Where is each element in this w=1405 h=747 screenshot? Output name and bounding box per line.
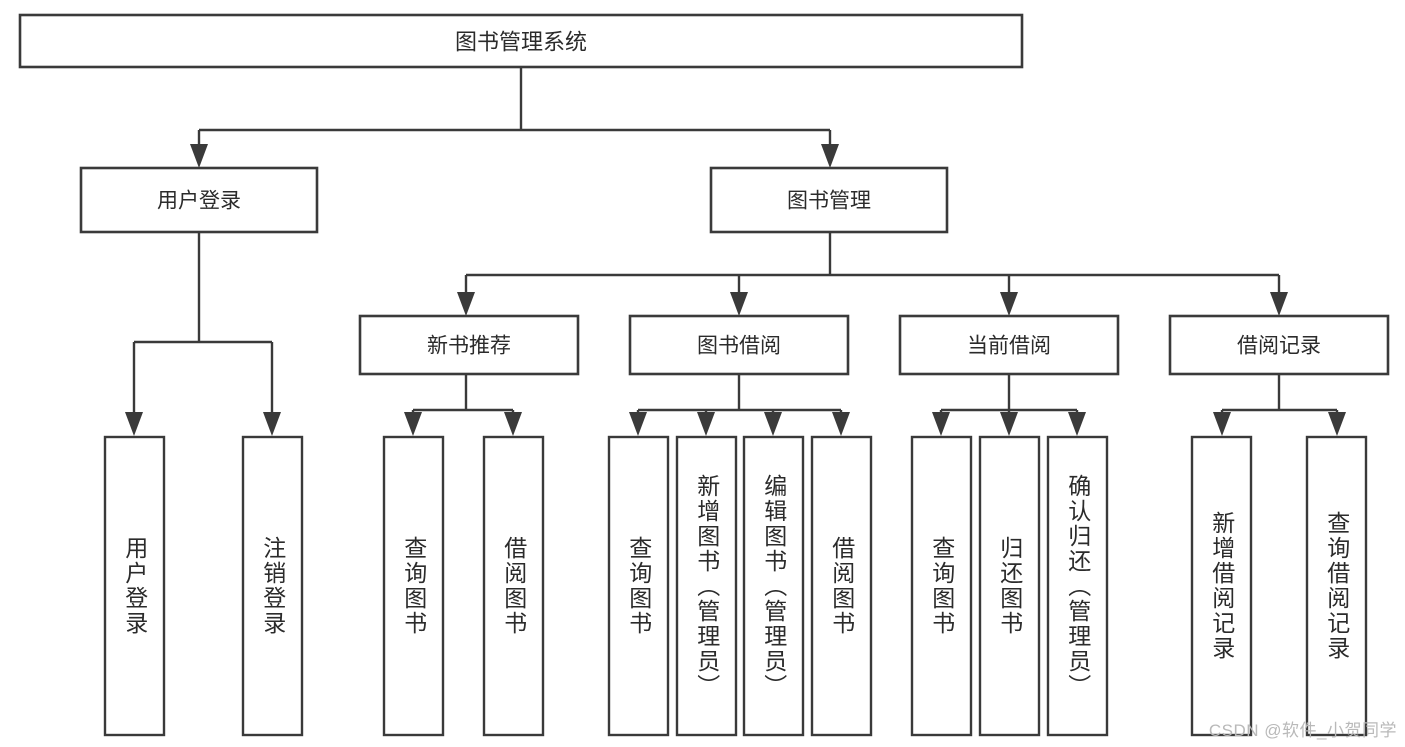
leaf-user-logout-box[interactable]	[241, 435, 304, 737]
leaf-user-logout[interactable]: 注销登录	[241, 435, 304, 737]
arrow-to-book-management	[821, 144, 839, 168]
arrow-to-borrow-record	[1270, 292, 1288, 316]
leaf-user-login-label: 用户登录	[121, 536, 148, 636]
node-user-login[interactable]: 用户登录	[79, 166, 319, 234]
leaf-query-book-1-label: 查询图书	[400, 536, 427, 636]
arrow-to-user-login	[190, 144, 208, 168]
leaf-query-record[interactable]: 查询借阅记录	[1305, 435, 1368, 737]
node-book-borrow[interactable]: 图书借阅	[628, 314, 850, 376]
leaf-user-logout-label: 注销登录	[259, 536, 286, 636]
arrow-current-borrow-leaf-1	[932, 412, 950, 436]
leaf-query-book-3[interactable]: 查询图书	[910, 435, 973, 737]
leaf-query-book-2[interactable]: 查询图书	[607, 435, 670, 737]
node-book-borrow-label: 图书借阅	[697, 335, 781, 358]
arrow-current-borrow-leaf-2	[1000, 412, 1018, 436]
arrow-user-login-leaf-1	[125, 412, 143, 436]
arrow-book-borrow-leaf-2	[697, 412, 715, 436]
node-borrow-record-label: 借阅记录	[1237, 335, 1321, 358]
node-book-management-box[interactable]	[709, 166, 949, 234]
connectors-layer	[125, 67, 1346, 436]
leaf-borrow-book-1-box[interactable]	[482, 435, 545, 737]
leaf-query-book-1[interactable]: 查询图书	[382, 435, 445, 737]
node-current-borrow-label: 当前借阅	[967, 335, 1051, 358]
leaf-borrow-book-2-label: 借阅图书	[828, 536, 855, 636]
arrow-book-borrow-leaf-1	[629, 412, 647, 436]
arrow-borrow-record-leaf-2	[1328, 412, 1346, 436]
arrow-book-borrow-leaf-4	[832, 412, 850, 436]
node-user-login-box[interactable]	[79, 166, 319, 234]
node-book-borrow-box[interactable]	[628, 314, 850, 376]
leaf-query-book-3-label: 查询图书	[928, 536, 955, 636]
arrow-to-current-borrow	[1000, 292, 1018, 316]
leaf-add-record-label: 新增借阅记录	[1208, 511, 1235, 661]
node-root-box[interactable]	[18, 13, 1024, 69]
leaf-query-record-box[interactable]	[1305, 435, 1368, 737]
node-book-management-label: 图书管理	[787, 190, 871, 213]
node-book-management[interactable]: 图书管理	[709, 166, 949, 234]
leaf-return-book-label: 归还图书	[996, 536, 1023, 636]
leaf-return-book[interactable]: 归还图书	[978, 435, 1041, 737]
leaf-edit-book[interactable]: 编辑图书（管理员）	[742, 435, 805, 737]
leaf-edit-book-label: 编辑图书（管理员）	[760, 473, 787, 699]
leaf-add-record-box[interactable]	[1190, 435, 1253, 737]
leaf-add-book-box[interactable]	[675, 435, 738, 737]
arrow-current-borrow-leaf-3	[1068, 412, 1086, 436]
leaf-confirm-return[interactable]: 确认归还（管理员）	[1046, 435, 1109, 737]
leaf-confirm-return-box[interactable]	[1046, 435, 1109, 737]
node-borrow-record[interactable]: 借阅记录	[1168, 314, 1390, 376]
leaf-edit-book-box[interactable]	[742, 435, 805, 737]
node-root[interactable]: 图书管理系统	[18, 13, 1024, 69]
node-current-borrow[interactable]: 当前借阅	[898, 314, 1120, 376]
arrow-to-book-borrow	[730, 292, 748, 316]
leaf-add-record[interactable]: 新增借阅记录	[1190, 435, 1253, 737]
arrow-to-new-book	[457, 292, 475, 316]
leaf-add-book[interactable]: 新增图书（管理员）	[675, 435, 738, 737]
arrow-new-book-leaf-1	[404, 412, 422, 436]
leaf-confirm-return-label: 确认归还（管理员）	[1064, 473, 1091, 699]
leaf-query-book-1-box[interactable]	[382, 435, 445, 737]
arrow-new-book-leaf-2	[504, 412, 522, 436]
node-new-book-recommend-label: 新书推荐	[427, 335, 511, 358]
arrow-book-borrow-leaf-3	[764, 412, 782, 436]
leaf-return-book-box[interactable]	[978, 435, 1041, 737]
node-current-borrow-box[interactable]	[898, 314, 1120, 376]
node-root-label: 图书管理系统	[455, 30, 587, 55]
leaf-borrow-book-2-box[interactable]	[810, 435, 873, 737]
node-user-login-label: 用户登录	[157, 190, 241, 213]
leaf-query-record-label: 查询借阅记录	[1323, 511, 1350, 661]
node-new-book-recommend-box[interactable]	[358, 314, 580, 376]
leaf-user-login-box[interactable]	[103, 435, 166, 737]
leaf-user-login[interactable]: 用户登录	[103, 435, 166, 737]
node-borrow-record-box[interactable]	[1168, 314, 1390, 376]
leaf-borrow-book-2[interactable]: 借阅图书	[810, 435, 873, 737]
leaf-query-book-3-box[interactable]	[910, 435, 973, 737]
leaf-borrow-book-1[interactable]: 借阅图书	[482, 435, 545, 737]
leaf-borrow-book-1-label: 借阅图书	[500, 536, 527, 636]
leaf-add-book-label: 新增图书（管理员）	[693, 473, 720, 699]
leaf-query-book-2-box[interactable]	[607, 435, 670, 737]
node-new-book-recommend[interactable]: 新书推荐	[358, 314, 580, 376]
arrow-borrow-record-leaf-1	[1213, 412, 1231, 436]
arrow-user-login-leaf-2	[263, 412, 281, 436]
leaf-query-book-2-label: 查询图书	[625, 536, 652, 636]
